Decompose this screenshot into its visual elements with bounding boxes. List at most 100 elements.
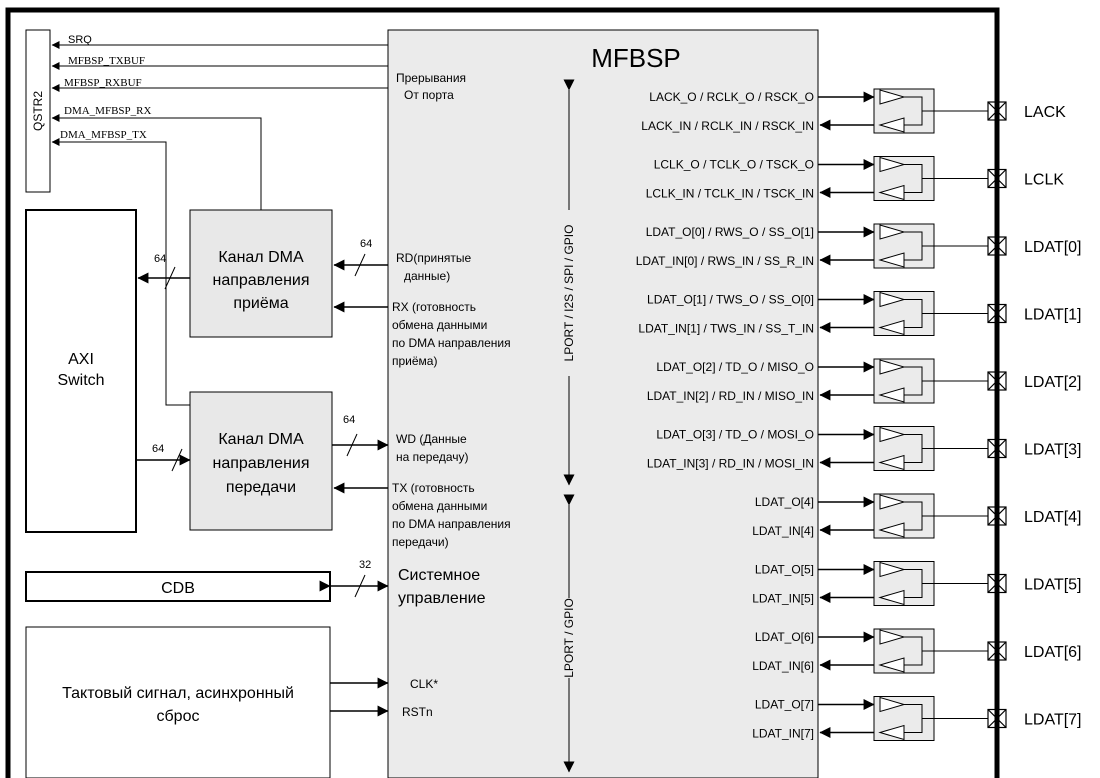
buffer-icon bbox=[878, 224, 988, 268]
pad-label: LDAT[0] bbox=[1024, 239, 1082, 256]
pad-label: LDAT[1] bbox=[1024, 307, 1082, 324]
pad-label: LDAT[4] bbox=[1024, 509, 1082, 526]
label-rstn: RSTn bbox=[402, 705, 433, 719]
cdb-label: CDB bbox=[161, 580, 195, 597]
pad-label: LDAT[3] bbox=[1024, 442, 1082, 459]
pin-row-ldat-2: LDAT_O[2] / TD_O / MISO_O LDAT_IN[2] / RD… bbox=[647, 358, 1082, 404]
svg-text:Системное: Системное bbox=[398, 567, 480, 584]
svg-text:по DMA направления: по DMA направления bbox=[392, 517, 511, 531]
pin-input-label: LDAT_IN[6] bbox=[752, 659, 814, 673]
pad-label: LACK bbox=[1024, 104, 1066, 121]
pad-label: LDAT[7] bbox=[1024, 712, 1082, 729]
pad-label: LDAT[2] bbox=[1024, 374, 1082, 391]
svg-text:данные): данные) bbox=[404, 269, 450, 283]
qstr-signal-label: MFBSP_TXBUF bbox=[68, 55, 145, 67]
pin-row-ldat-4: LDAT_O[4]LDAT_IN[4]LDAT[4] bbox=[752, 493, 1082, 539]
pin-output-label: LDAT_O[2] / TD_O / MISO_O bbox=[656, 360, 814, 374]
qstr2-label: QSTR2 bbox=[31, 91, 45, 131]
buffer-icon bbox=[878, 629, 988, 673]
qstr2-block bbox=[25, 29, 51, 193]
pin-input-label: LDAT_IN[3] / RD_IN / MOSI_IN bbox=[647, 457, 814, 471]
bus-width-label: 64 bbox=[152, 443, 164, 455]
pin-row-ldat-7: LDAT_O[7] LDAT_IN[7] LDAT[7] bbox=[752, 696, 1082, 741]
bus-upper-label: LPORT / I2S / SPI / GPIO bbox=[562, 225, 576, 362]
label-rd: RD(принятые данные) bbox=[396, 251, 471, 283]
label-wd: WD (Данные на передачу) bbox=[396, 432, 469, 464]
pin-input-label: LDAT_IN[5] bbox=[752, 592, 814, 606]
bus-lower-label: LPORT / GPIO bbox=[562, 598, 576, 678]
buffer-icon bbox=[878, 696, 988, 741]
cdb-block bbox=[25, 571, 331, 602]
buffer-icon bbox=[878, 494, 988, 538]
pin-row-ldat-5: LDAT_O[5] LDAT_IN[5] LDAT[5] bbox=[752, 561, 1082, 606]
bus-wd: 64 bbox=[332, 414, 389, 457]
svg-text:по DMA направления: по DMA направления bbox=[392, 336, 511, 350]
dma-rx-label: Канал DMA bbox=[218, 249, 304, 266]
qstr-signal-label: DMA_MFBSP_TX bbox=[60, 129, 147, 141]
pin-output-label: LDAT_O[4] bbox=[755, 495, 814, 509]
bus-upper-bracket: LPORT / I2S / SPI / GPIO bbox=[561, 79, 577, 486]
svg-text:приёма): приёма) bbox=[392, 354, 437, 368]
pin-output-label: LACK_O / RCLK_O / RSCK_O bbox=[649, 90, 814, 104]
dma-tx-label: Канал DMA bbox=[218, 431, 304, 448]
svg-text:обмена данными: обмена данными bbox=[392, 499, 487, 513]
bus-lower-bracket: LPORT / GPIO bbox=[561, 494, 577, 773]
axi-switch-label: AXI bbox=[68, 351, 94, 368]
axi-switch-label-2: Switch bbox=[57, 372, 104, 389]
bus-dma-rx-to-axi: 64 bbox=[137, 253, 190, 290]
pin-row-ldat-3: LDAT_O[3] / TD_O / MOSI_O LDAT_IN[3] / RD… bbox=[647, 426, 1082, 471]
pin-output-label: LCLK_O / TCLK_O / TSCK_O bbox=[654, 158, 814, 172]
pad-label: LDAT[6] bbox=[1024, 644, 1082, 661]
svg-text:обмена данными: обмена данными bbox=[392, 318, 487, 332]
pin-row-ldat-1: LDAT_O[1] / TWS_O / SS_O[0] LDAT_IN[1] / … bbox=[638, 291, 1082, 336]
bus-width-label: 64 bbox=[360, 238, 372, 250]
bus-cdb: 32 bbox=[319, 559, 389, 598]
pin-output-label: LDAT_O[3] / TD_O / MOSI_O bbox=[656, 428, 814, 442]
qstr-signal-label: DMA_MFBSP_RX bbox=[64, 105, 151, 117]
clock-reset-label-2: сброс bbox=[157, 708, 200, 725]
bus-width-label: 32 bbox=[359, 559, 371, 571]
axi-switch-block bbox=[25, 209, 137, 533]
qstr-signal-dma-rx: DMA_MFBSP_RX bbox=[51, 105, 262, 210]
label-tx: TX (готовность обмена данными по DMA нап… bbox=[392, 481, 511, 549]
pin-output-label: LDAT_O[0] / RWS_O / SS_O[1] bbox=[646, 225, 814, 239]
pin-output-label: LDAT_O[1] / TWS_O / SS_O[0] bbox=[647, 293, 814, 307]
pad-label: LDAT[5] bbox=[1024, 577, 1082, 594]
svg-text:RD(принятые: RD(принятые bbox=[396, 251, 471, 265]
pin-input-label: LDAT_IN[7] bbox=[752, 727, 814, 741]
pin-output-label: LDAT_O[5] bbox=[755, 563, 814, 577]
qstr-signal-srq: SRQ bbox=[51, 34, 388, 49]
pin-output-label: LDAT_O[7] bbox=[755, 698, 814, 712]
interrupts-label: Прерывания bbox=[396, 71, 466, 85]
qstr-signal-label: MFBSP_RXBUF bbox=[64, 77, 142, 89]
mfbsp-block bbox=[387, 29, 819, 778]
clock-reset-label: Тактовый сигнал, асинхронный bbox=[62, 685, 294, 702]
buffer-icon bbox=[878, 156, 988, 201]
label-rx: RX (готовность обмена данными по DMA нап… bbox=[392, 300, 511, 368]
pin-input-label: LDAT_IN[0] / RWS_IN / SS_R_IN bbox=[636, 254, 814, 268]
pad-label: LCLK bbox=[1024, 172, 1064, 189]
label-clk: CLK* bbox=[410, 677, 438, 691]
dma-rx-channel-block bbox=[189, 209, 333, 338]
bus-width-label: 64 bbox=[154, 253, 166, 265]
pin-input-label: LDAT_IN[1] / TWS_IN / SS_T_IN bbox=[638, 322, 814, 336]
dma-tx-label-2: направления bbox=[213, 455, 310, 472]
svg-text:RX (готовность: RX (готовность bbox=[392, 300, 476, 314]
dma-rx-label-2: направления bbox=[213, 272, 310, 289]
label-system-control: Системное управление bbox=[398, 567, 486, 607]
dma-tx-label-3: передачи bbox=[226, 479, 296, 496]
interrupts-label-2: От порта bbox=[404, 88, 454, 102]
qstr-signal-label: SRQ bbox=[68, 34, 92, 46]
svg-text:на передачу): на передачу) bbox=[396, 450, 469, 464]
buffer-icon bbox=[878, 426, 988, 471]
mfbsp-title: MFBSP bbox=[591, 43, 681, 73]
pin-input-label: LDAT_IN[2] / RD_IN / MISO_IN bbox=[647, 389, 814, 403]
svg-text:WD (Данные: WD (Данные bbox=[396, 432, 467, 446]
svg-text:TX (готовность: TX (готовность bbox=[392, 481, 475, 495]
svg-text:управление: управление bbox=[398, 590, 486, 607]
dma-tx-channel-block bbox=[189, 391, 333, 531]
